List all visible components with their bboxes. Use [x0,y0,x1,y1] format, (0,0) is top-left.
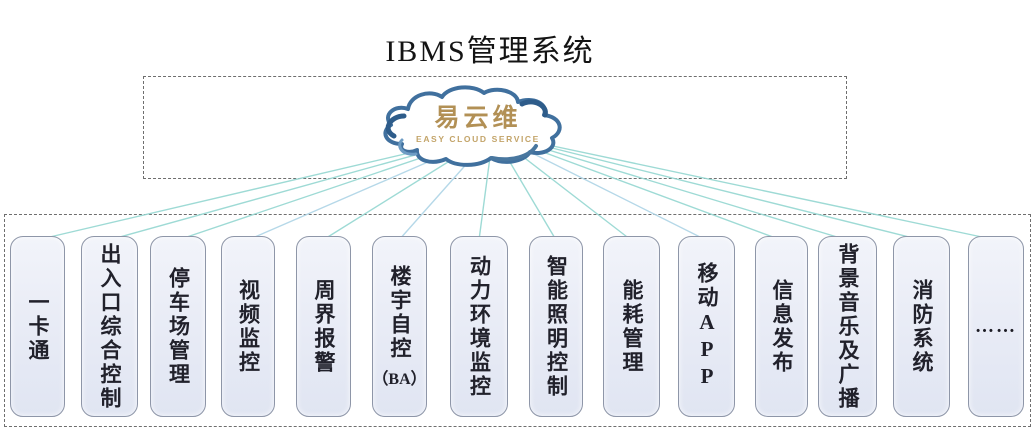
module-box-more: …… [968,236,1024,417]
module-sublabel: （BA） [372,370,427,388]
module-box-power-env-monitoring: 动力环境监控 [450,236,508,417]
module-box-perimeter-alarm: 周界报警 [296,236,351,417]
module-label: 出入口综合控制 [98,242,122,411]
module-box-building-automation: 楼宇自控 （BA） [372,236,427,417]
module-box-entrance-control: 出入口综合控制 [81,236,138,417]
brand-text: 易云维 [434,105,522,132]
module-box-one-card: 一卡通 [10,236,65,417]
module-label: 一卡通 [26,290,50,363]
module-label: 停车场管理 [166,266,191,387]
module-label: …… [975,316,1017,337]
module-box-info-publishing: 信息发布 [755,236,808,417]
module-label: 楼宇自控 [388,264,412,361]
module-box-parking: 停车场管理 [150,236,206,417]
module-label: 周界报警 [312,278,336,375]
module-label: 移动APP [695,262,719,391]
module-box-mobile-app: 移动APP [678,236,735,417]
module-label: 视频监控 [236,278,261,375]
brand-tagline: EASY CLOUD SERVICE [416,134,540,145]
module-label: 动力环境监控 [467,254,492,399]
module-box-fire-system: 消防系统 [893,236,950,417]
module-label: 信息发布 [770,278,794,375]
module-label: 智能照明控制 [544,254,569,399]
module-label: 能耗管理 [620,278,644,375]
module-box-energy-management: 能耗管理 [603,236,660,417]
page-title: IBMS管理系统 [385,35,595,68]
cloud-dashed-region [143,76,847,179]
module-box-video-surveillance: 视频监控 [221,236,275,417]
module-box-smart-lighting: 智能照明控制 [529,236,583,417]
module-box-background-music: 背景音乐及广播 [818,236,877,417]
module-label: 消防系统 [910,278,934,375]
cloud-logo: 易云维 EASY CLOUD SERVICE [372,84,584,172]
cloud-brand-block: 易云维 EASY CLOUD SERVICE [372,105,584,145]
module-label: 背景音乐及广播 [836,242,860,411]
